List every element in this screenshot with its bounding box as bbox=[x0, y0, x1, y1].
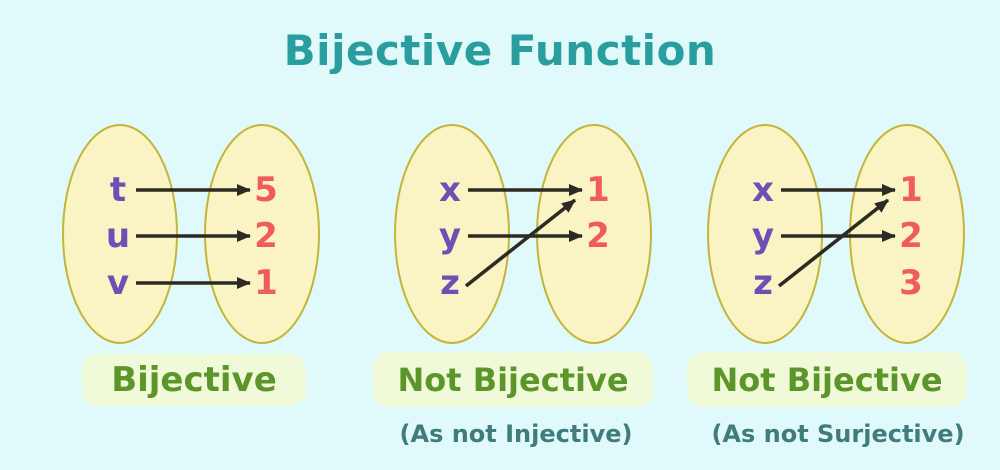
codomain-element: 1 bbox=[586, 170, 610, 210]
codomain-element: 1 bbox=[899, 170, 923, 210]
not-injective-diagram: x y z 1 2 bbox=[394, 124, 652, 344]
domain-element: x bbox=[439, 170, 461, 210]
page-title: Bijective Function bbox=[283, 26, 717, 75]
codomain-element: 5 bbox=[254, 170, 278, 210]
domain-ellipse bbox=[394, 124, 510, 344]
not-bijective-label: Not Bijective bbox=[397, 360, 629, 399]
domain-element: t bbox=[110, 170, 126, 210]
not-bijective-label: Not Bijective bbox=[711, 360, 943, 399]
bijective-label: Bijective bbox=[111, 360, 277, 400]
not-bijective-surjective-label-badge: Not Bijective bbox=[687, 352, 967, 407]
codomain-ellipse bbox=[204, 124, 320, 344]
domain-element: y bbox=[439, 216, 461, 256]
mapping-arrow bbox=[777, 198, 890, 288]
domain-element: z bbox=[753, 263, 773, 303]
codomain-element: 1 bbox=[254, 263, 278, 303]
codomain-element: 3 bbox=[899, 263, 923, 303]
domain-element: z bbox=[440, 263, 460, 303]
bijective-diagram: t u v 5 2 1 bbox=[62, 124, 320, 344]
codomain-ellipse bbox=[536, 124, 652, 344]
codomain-element: 2 bbox=[254, 216, 278, 256]
domain-ellipse bbox=[707, 124, 823, 344]
domain-element: y bbox=[752, 216, 774, 256]
domain-element: u bbox=[106, 216, 130, 256]
domain-element: v bbox=[107, 263, 129, 303]
not-surjective-diagram: x y z 1 2 3 bbox=[707, 124, 965, 344]
domain-element: x bbox=[752, 170, 774, 210]
not-injective-sublabel: (As not Injective) bbox=[399, 420, 633, 448]
codomain-element: 2 bbox=[899, 216, 923, 256]
not-bijective-injective-label-badge: Not Bijective bbox=[373, 352, 653, 407]
bijective-label-badge: Bijective bbox=[82, 354, 306, 406]
domain-ellipse bbox=[62, 124, 178, 344]
codomain-ellipse bbox=[849, 124, 965, 344]
mapping-arrow bbox=[464, 198, 577, 288]
codomain-element: 2 bbox=[586, 216, 610, 256]
not-surjective-sublabel: (As not Surjective) bbox=[711, 420, 965, 448]
